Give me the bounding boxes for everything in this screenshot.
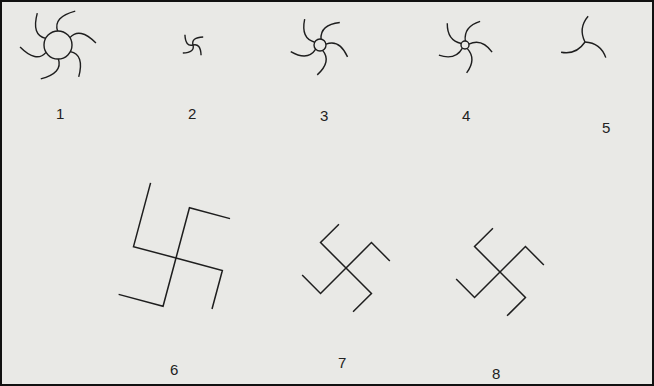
figure-number: 1 bbox=[56, 106, 64, 121]
figure-number: 6 bbox=[170, 362, 178, 377]
figure-number: 5 bbox=[602, 120, 610, 135]
figure-number: 2 bbox=[188, 106, 196, 121]
figure-number: 8 bbox=[492, 366, 500, 381]
hooked-cross-symbol bbox=[119, 183, 230, 309]
figure-number: 4 bbox=[462, 108, 470, 123]
figure-number: 3 bbox=[320, 108, 328, 123]
curved-cross-symbol bbox=[183, 35, 203, 55]
figure-number: 7 bbox=[338, 355, 346, 370]
hooked-cross-symbol bbox=[302, 224, 390, 312]
sun-wheel-symbol bbox=[439, 21, 492, 73]
hooked-cross-symbol bbox=[456, 228, 544, 316]
sun-wheel-symbol bbox=[291, 19, 348, 75]
sun-wheel-symbol bbox=[20, 11, 96, 79]
triskele-symbol bbox=[561, 16, 606, 57]
